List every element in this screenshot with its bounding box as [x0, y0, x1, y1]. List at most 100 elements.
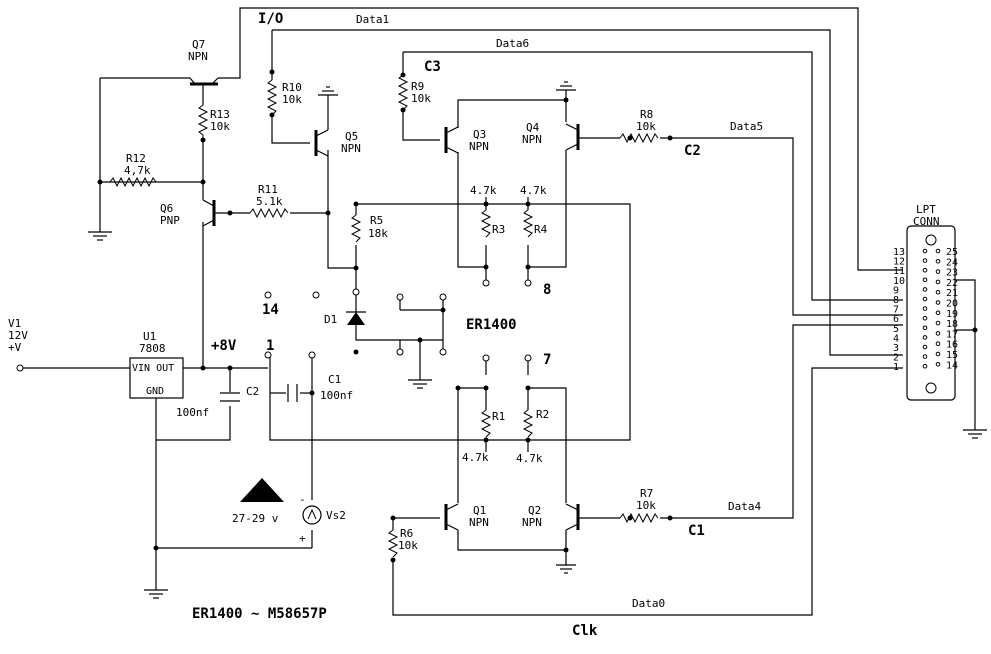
lpt-pin-right	[935, 331, 941, 336]
q2-name: Q2	[528, 504, 541, 517]
lpt-pin-label: 15	[946, 350, 958, 361]
lpt-pin-right	[935, 289, 941, 295]
pin-14-label: 14	[262, 302, 279, 318]
data5-label: Data5	[730, 120, 763, 133]
transistor-q3	[444, 126, 459, 154]
transistor-q6	[202, 199, 216, 227]
pin-1-label: 1	[266, 338, 274, 354]
pin-7-label: 7	[543, 352, 551, 368]
r10-name: R10	[282, 81, 302, 94]
lpt-pin-right	[935, 269, 941, 274]
lpt-label: LPT	[916, 203, 936, 216]
lpt-pin-left	[922, 306, 928, 311]
lpt-pin-left	[922, 267, 928, 273]
lpt-pin-left	[922, 363, 928, 369]
q4-name: Q4	[526, 121, 540, 134]
c3-label: C3	[424, 59, 441, 75]
q4-type: NPN	[522, 133, 542, 146]
r7-name: R7	[640, 487, 653, 500]
r7-value: 10k	[636, 499, 656, 512]
resistor-r2	[522, 409, 534, 438]
q6-name: Q6	[160, 202, 173, 215]
data4-label: Data4	[728, 500, 761, 513]
resistor-r4	[522, 209, 534, 238]
rail-8v-label: +8V	[211, 338, 237, 354]
lpt-pin-right	[935, 300, 941, 305]
resistor-r8	[619, 132, 659, 144]
lpt-pin-left	[922, 354, 928, 359]
lpt-pin-label: 7	[893, 305, 899, 316]
r5-value: 18k	[368, 227, 388, 240]
lpt-pin-left	[922, 296, 928, 302]
r1-value: 4.7k	[462, 451, 489, 464]
c2-name: C2	[246, 385, 259, 398]
pin-8-label: 8	[543, 282, 551, 298]
data6-label: Data6	[496, 37, 529, 50]
lpt-pin-right	[935, 248, 941, 254]
resistor-r12	[109, 176, 200, 188]
q2-type: NPN	[522, 516, 542, 529]
capacitor-c1	[287, 384, 298, 402]
c2-label: C2	[684, 143, 701, 159]
c1-name: C1	[328, 373, 341, 386]
u1-vin-out: VIN OUT	[132, 363, 174, 374]
lpt-pin-label: 9	[893, 285, 899, 296]
wires	[20, 7, 976, 616]
resistor-r1	[480, 409, 492, 438]
c1-label: C1	[688, 523, 705, 539]
lpt-pin-left	[922, 248, 928, 254]
r13-name: R13	[210, 108, 230, 121]
lpt-pin-label: 1	[893, 362, 899, 373]
regulator-u1	[129, 357, 184, 399]
r12-name: R12	[126, 152, 146, 165]
lpt-pin-left	[922, 344, 928, 350]
lpt-pin-left	[922, 258, 928, 263]
q3-type: NPN	[469, 140, 489, 153]
lpt-pin-label: 16	[946, 340, 958, 351]
voltage-source-vs2	[302, 505, 322, 525]
q5-type: NPN	[341, 142, 361, 155]
transistors	[189, 77, 580, 531]
chip-label: ER1400	[466, 317, 517, 333]
r13-value: 10k	[210, 120, 230, 133]
lpt-pin-label: 19	[946, 309, 958, 320]
u1-gnd: GND	[146, 386, 164, 397]
r6-name: R6	[400, 527, 413, 540]
r3-name: R3	[492, 223, 505, 236]
lpt-pin-label: 11	[893, 266, 905, 277]
r4-value: 4.7k	[520, 184, 547, 197]
vs2-range-label: 27-29 v	[232, 512, 279, 525]
labels: I/O Data1 Data6 C3 Data5 C2 Data4 C1 Dat…	[8, 11, 940, 639]
resistor-r9	[397, 74, 409, 111]
lpt-pin-label: 2	[893, 353, 899, 364]
lpt-pin-label: 20	[946, 299, 958, 310]
r6-value: 10k	[398, 539, 418, 552]
lpt-pin-left	[922, 287, 928, 292]
lpt-pin-label: 10	[893, 276, 905, 287]
lpt-pin-label: 23	[946, 268, 958, 279]
junction-dots	[97, 69, 978, 563]
r8-value: 10k	[636, 120, 656, 133]
r5-name: R5	[370, 214, 383, 227]
r10-value: 10k	[282, 93, 302, 106]
lpt-pin-right	[935, 351, 941, 357]
lpt-pin-label: 24	[946, 257, 958, 268]
r8-name: R8	[640, 108, 653, 121]
diode-d1	[346, 303, 366, 325]
v1-volt: 12V	[8, 329, 28, 342]
c2-value: 100nf	[176, 406, 209, 419]
lpt-pin-label: 17	[946, 329, 958, 340]
ground-icon	[963, 429, 987, 439]
r9-value: 10k	[411, 92, 431, 105]
resistor-r3	[480, 209, 492, 238]
ground-icon	[556, 564, 576, 574]
lpt-pin-left	[922, 315, 928, 321]
u1-part: 7808	[139, 342, 166, 355]
r1-name: R1	[492, 410, 505, 423]
q1-name: Q1	[473, 504, 486, 517]
clk-label: Clk	[572, 623, 598, 639]
transistor-q5	[314, 120, 329, 157]
capacitors	[220, 384, 298, 402]
r9-name: R9	[411, 80, 424, 93]
